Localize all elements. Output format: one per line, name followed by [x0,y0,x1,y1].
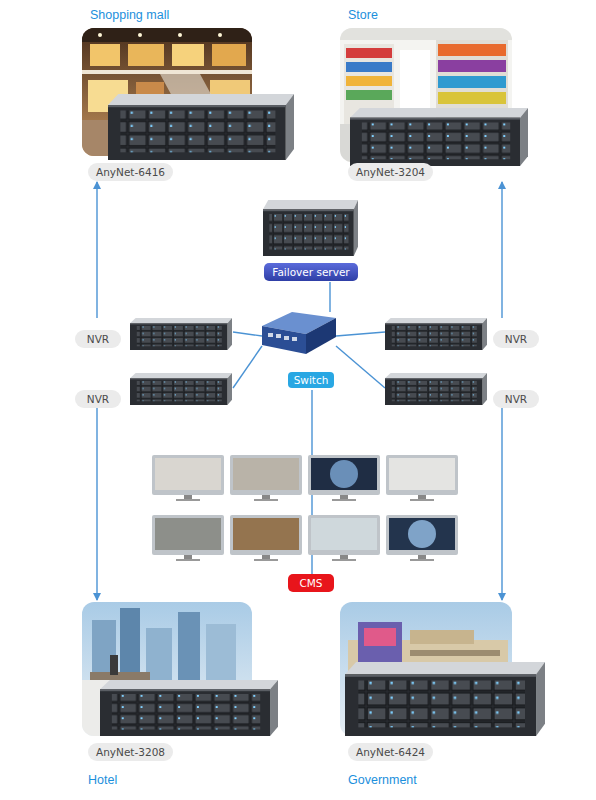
model-pill: AnyNet-3208 [88,743,173,761]
nvr-server [385,318,487,350]
nvr-label: NVR [75,390,121,408]
network-link [329,282,330,312]
failover-server: Failover server [263,200,359,282]
mall-photo [82,28,252,156]
switch-box: Switch [262,312,336,390]
network-link [501,408,502,600]
model-pill: AnyNet-6424 [348,743,433,761]
network-link [233,346,262,388]
nvr-box: NVR [75,318,233,350]
monitor-wall [152,455,458,561]
site-name: Shopping mall [90,8,169,23]
network-link [501,182,502,318]
server [108,94,294,160]
nvr-server [385,373,487,405]
site-name: Store [348,8,378,23]
network-link [96,408,97,600]
nvr-server [130,373,232,405]
network-link [336,332,385,336]
nvr-label: NVR [75,330,121,348]
server [345,662,545,736]
site-box: Shopping mallAnyNet-6416 [82,6,296,182]
model-pill: AnyNet-6416 [88,163,173,181]
network-link [336,346,385,388]
nvr-box: NVR [75,372,233,408]
server [263,200,358,256]
server-label: Failover server [264,263,358,281]
server [100,680,278,736]
nvr-label: NVR [493,390,539,408]
site-box: StoreAnyNet-3204 [340,6,530,182]
switch-device [262,312,336,354]
network-link [233,332,262,336]
site-name: Hotel [88,773,117,788]
switch-label: Switch [288,372,334,388]
network-link [311,390,312,574]
site-name: Government [348,773,417,788]
government-photo [340,602,512,736]
store-photo [340,28,512,162]
cms-box: CMS [288,574,334,593]
site-box: AnyNet-3208Hotel [82,600,278,792]
model-pill: AnyNet-3204 [348,163,433,181]
network-link [96,182,97,318]
server [350,108,528,166]
nvr-label: NVR [493,330,539,348]
site-box: AnyNet-6424Government [340,600,546,792]
nvr-server [130,318,232,350]
nvr-box: NVR [385,372,541,408]
nvr-box: NVR [385,318,541,350]
hotel-photo [82,602,252,736]
cms-label: CMS [288,574,334,592]
